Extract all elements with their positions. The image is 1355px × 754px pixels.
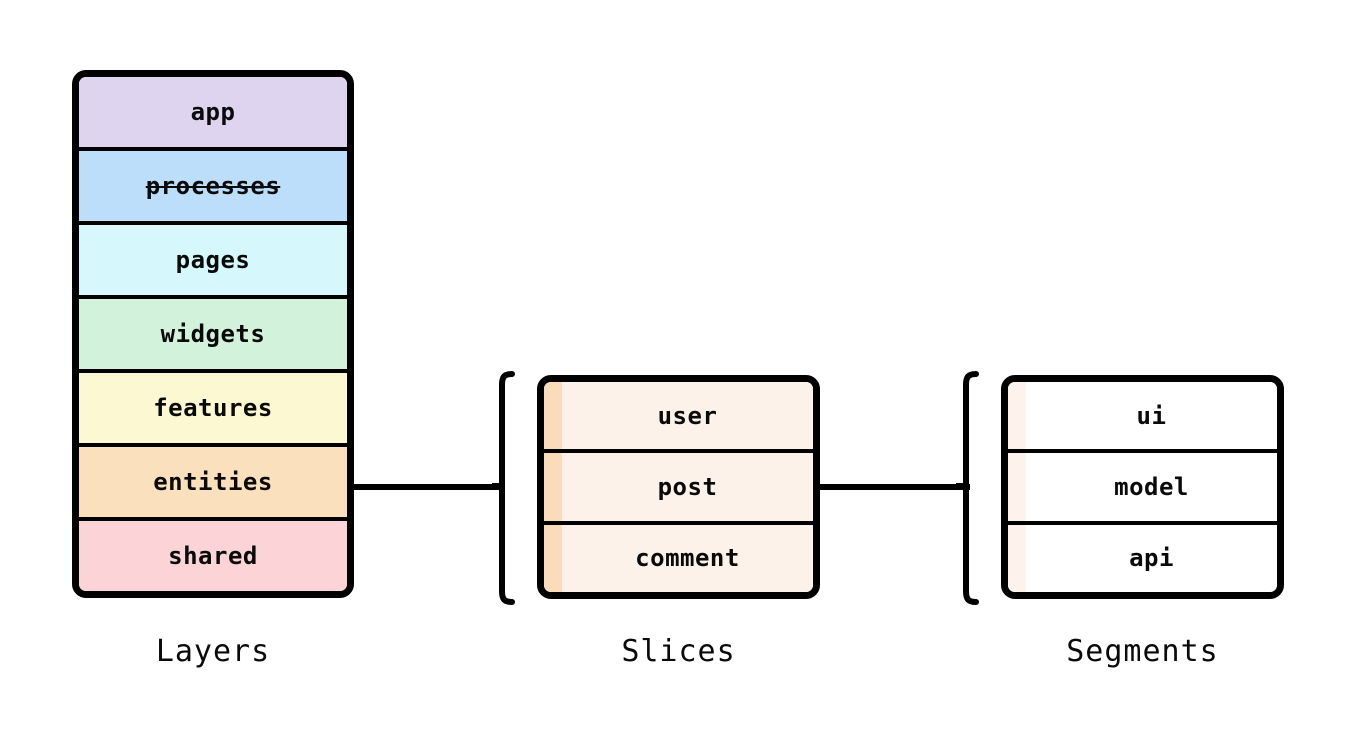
layer-row-pages[interactable]: pages [79, 225, 347, 299]
slice-label-post: post [657, 472, 718, 501]
caption-layers: Layers [155, 634, 271, 669]
segment-stripe [1008, 453, 1026, 521]
layer-label-pages: pages [175, 246, 251, 274]
segment-row-api[interactable]: api [1008, 524, 1277, 592]
slice-body: post [562, 453, 813, 520]
layer-label-features: features [153, 394, 273, 422]
layers-stack: app processes pages widgets features ent… [72, 70, 354, 598]
segment-label-api: api [1129, 544, 1174, 573]
slice-body: user [562, 382, 813, 449]
segment-stripe [1008, 524, 1026, 592]
slice-row-user[interactable]: user [544, 382, 813, 454]
slice-stripe [544, 524, 562, 592]
connector-layers-to-slices [352, 484, 504, 490]
segment-row-ui[interactable]: ui [1008, 382, 1277, 454]
segment-label-ui: ui [1136, 401, 1167, 430]
layer-label-app: app [190, 98, 236, 126]
segment-row-model[interactable]: model [1008, 453, 1277, 525]
layer-label-widgets: widgets [160, 320, 266, 348]
slices-box: user post comment [537, 375, 820, 599]
segment-body: ui [1026, 382, 1277, 449]
caption-segments: Segments [1066, 634, 1219, 669]
segment-label-model: model [1114, 472, 1189, 501]
bracket-segments-icon [956, 368, 982, 608]
slice-stripe [544, 453, 562, 521]
slice-label-user: user [657, 401, 718, 430]
slice-label-comment: comment [635, 544, 740, 573]
layer-row-app[interactable]: app [79, 77, 347, 151]
slice-row-post[interactable]: post [544, 453, 813, 525]
layer-row-features[interactable]: features [79, 373, 347, 447]
slice-stripe [544, 382, 562, 450]
caption-slices: Slices [621, 634, 736, 669]
layer-row-entities[interactable]: entities [79, 447, 347, 521]
slice-row-comment[interactable]: comment [544, 524, 813, 592]
segment-body: api [1026, 525, 1277, 592]
slice-body: comment [562, 525, 813, 592]
layer-row-widgets[interactable]: widgets [79, 299, 347, 373]
segment-stripe [1008, 382, 1026, 450]
layer-row-processes[interactable]: processes [79, 151, 347, 225]
layer-row-shared[interactable]: shared [79, 521, 347, 591]
segment-body: model [1026, 453, 1277, 520]
layer-label-shared: shared [168, 542, 258, 570]
connector-slices-to-segments [818, 484, 970, 490]
layer-label-processes: processes [145, 172, 281, 200]
segments-box: ui model api [1001, 375, 1284, 599]
bracket-slices-icon [492, 368, 518, 608]
layer-label-entities: entities [153, 468, 273, 496]
